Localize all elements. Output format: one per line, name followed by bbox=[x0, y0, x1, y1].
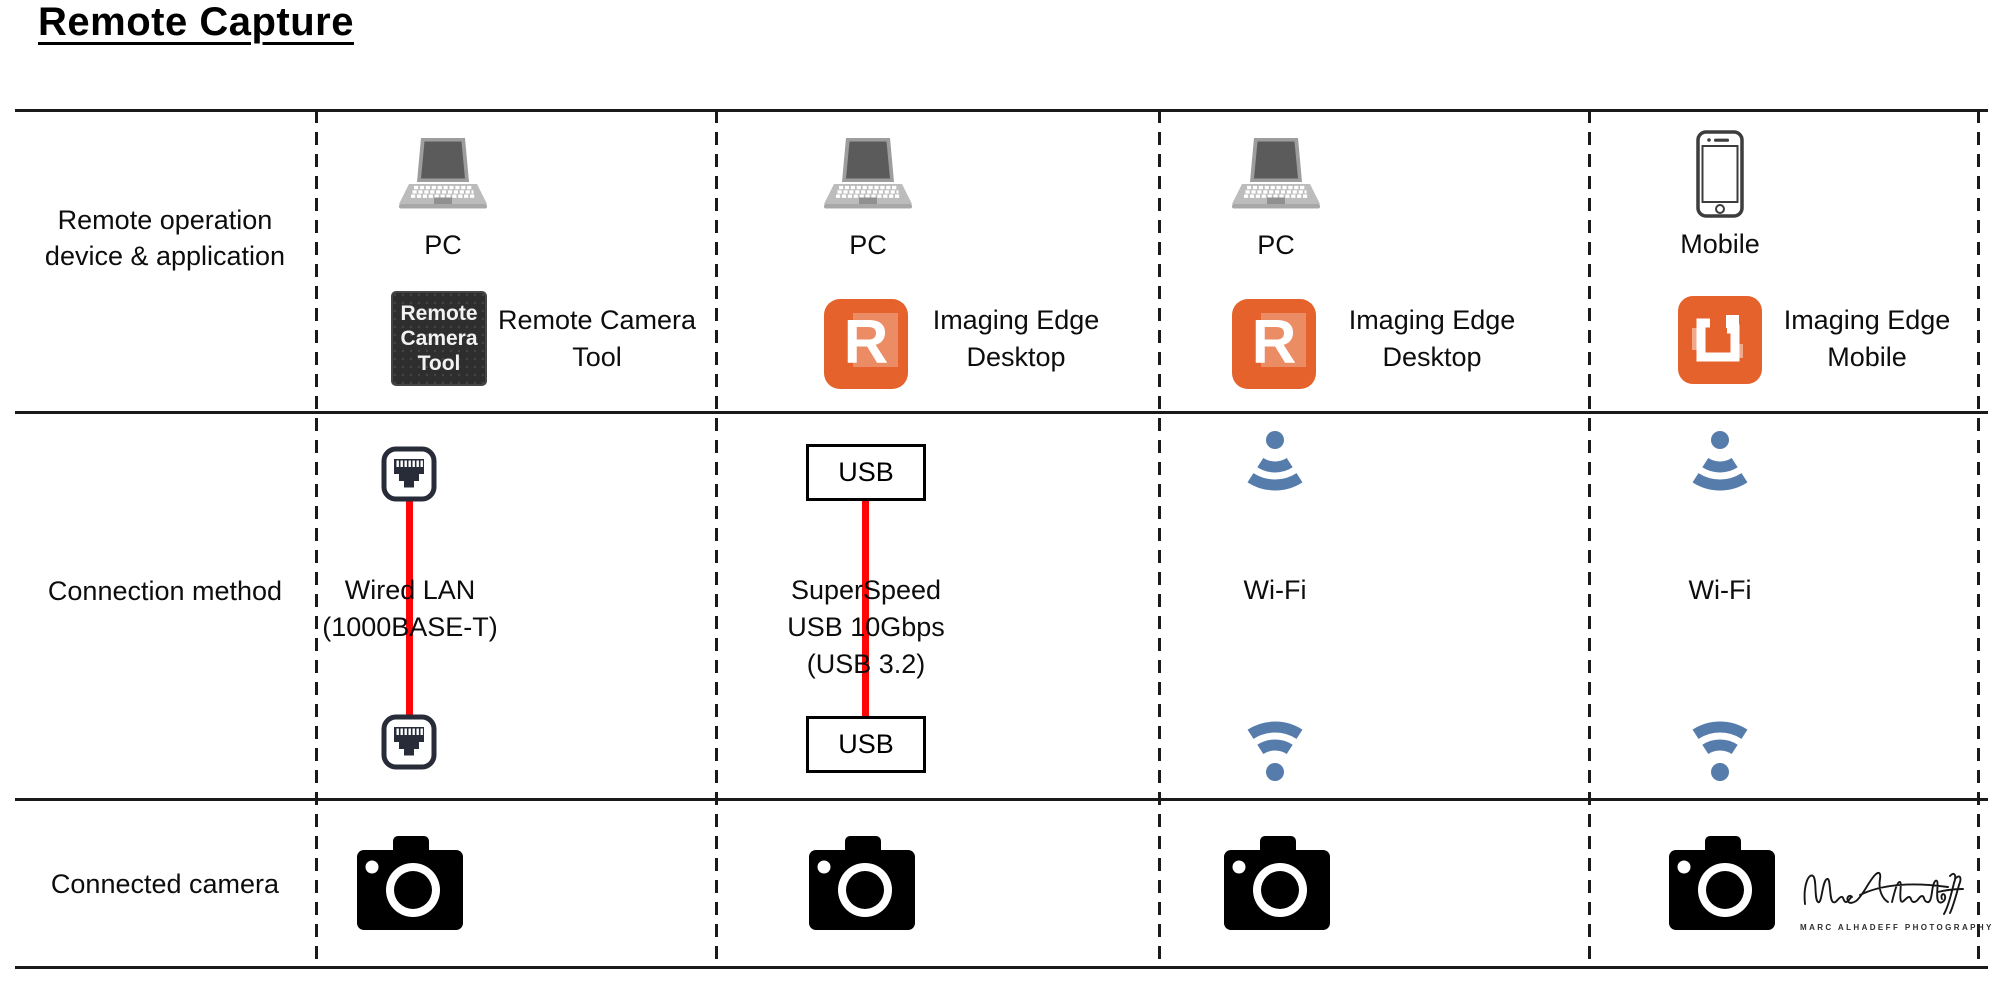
wifi-signal-down-icon bbox=[1235, 430, 1315, 502]
app-name-line: Desktop bbox=[966, 342, 1066, 372]
row-label-line: Connected camera bbox=[50, 869, 280, 899]
wifi-signal-up-icon bbox=[1235, 710, 1315, 782]
usb-cable bbox=[862, 470, 869, 740]
row-label-line: Remote operation bbox=[57, 205, 273, 235]
wifi-signal-down-icon bbox=[1680, 430, 1760, 502]
app-icon-text: Camera bbox=[400, 327, 478, 350]
remote-camera-tool-icon: Remote Camera Tool bbox=[391, 291, 487, 386]
usb-label: USB bbox=[838, 729, 894, 759]
app-name-line: Mobile bbox=[1827, 342, 1907, 372]
ethernet-port-icon bbox=[381, 714, 437, 770]
connection-line: USB 10Gbps bbox=[787, 612, 945, 642]
camera-icon bbox=[1669, 836, 1775, 930]
pc-laptop-icon bbox=[397, 136, 489, 211]
app-name-line: Imaging Edge bbox=[1783, 305, 1951, 335]
connection-line: Wired LAN bbox=[344, 575, 476, 605]
imaging-edge-desktop-icon: R bbox=[1232, 299, 1316, 389]
icon-letter: R bbox=[843, 307, 889, 377]
signature-watermark: Marc Alhadeff Photography bbox=[1800, 866, 1994, 932]
device-label: Mobile bbox=[1680, 229, 1760, 259]
table-border-row2 bbox=[15, 798, 1988, 801]
connection-line: (USB 3.2) bbox=[806, 649, 926, 679]
device-label: PC bbox=[1257, 230, 1295, 260]
camera-icon bbox=[809, 836, 915, 930]
wifi-signal-up-icon bbox=[1680, 710, 1760, 782]
lan-cable bbox=[406, 498, 413, 718]
app-name-line: Remote Camera bbox=[497, 305, 697, 335]
pc-laptop-icon bbox=[822, 136, 914, 211]
ethernet-port-icon bbox=[381, 446, 437, 502]
connection-line: SuperSpeed bbox=[790, 575, 942, 605]
connection-line: (1000BASE-T) bbox=[322, 612, 498, 642]
usb-port-box: USB bbox=[806, 716, 926, 773]
row-label-connected-camera: Connected camera bbox=[15, 866, 315, 902]
usb-label: USB bbox=[838, 457, 894, 487]
app-icon-text: Remote bbox=[400, 302, 478, 325]
connection-label: Wi-Fi bbox=[1175, 572, 1375, 609]
column-divider-2 bbox=[715, 110, 718, 968]
app-name: Remote Camera Tool bbox=[492, 302, 702, 376]
icon-letter: R bbox=[1251, 307, 1297, 377]
row-label-connection-method: Connection method bbox=[15, 573, 315, 609]
connection-label: Wi-Fi bbox=[1620, 572, 1820, 609]
app-name-line: Imaging Edge bbox=[1348, 305, 1516, 335]
connection-line: Wi-Fi bbox=[1688, 575, 1752, 605]
column-divider-1 bbox=[315, 110, 318, 968]
app-name: Imaging Edge Desktop bbox=[1322, 302, 1542, 376]
connection-label: Wired LAN (1000BASE-T) bbox=[260, 572, 560, 646]
table-border-row1 bbox=[15, 411, 1988, 414]
row-label-line: device & application bbox=[44, 241, 286, 271]
connection-line: Wi-Fi bbox=[1243, 575, 1307, 605]
device-label: PC bbox=[849, 230, 887, 260]
camera-icon bbox=[1224, 836, 1330, 930]
page-title: Remote Capture bbox=[38, 0, 354, 44]
camera-icon bbox=[357, 836, 463, 930]
signature-scribble-icon bbox=[1803, 871, 1964, 915]
column-divider-3 bbox=[1158, 110, 1161, 968]
app-name: Imaging Edge Desktop bbox=[906, 302, 1126, 376]
app-name-line: Tool bbox=[572, 342, 622, 372]
imaging-edge-desktop-icon: R bbox=[824, 299, 908, 389]
table-border-bottom bbox=[15, 966, 1988, 969]
mobile-phone-icon bbox=[1696, 130, 1744, 218]
column-divider-4 bbox=[1588, 110, 1591, 968]
app-name-line: Desktop bbox=[1382, 342, 1482, 372]
row-label-line: Connection method bbox=[47, 576, 283, 606]
pc-laptop-icon bbox=[1230, 136, 1322, 211]
app-name-line: Imaging Edge bbox=[932, 305, 1100, 335]
table-border-top bbox=[15, 109, 1988, 112]
app-name: Imaging Edge Mobile bbox=[1757, 302, 1977, 376]
usb-port-box: USB bbox=[806, 444, 926, 501]
icon-overlay bbox=[852, 313, 898, 368]
connection-label: SuperSpeed USB 10Gbps (USB 3.2) bbox=[716, 572, 1016, 683]
imaging-edge-mobile-icon bbox=[1678, 296, 1762, 384]
app-icon-text: Tool bbox=[417, 352, 461, 375]
table-border-right bbox=[1977, 110, 1980, 968]
signature-caption: Marc Alhadeff Photography bbox=[1800, 923, 1994, 932]
row-label-device-application: Remote operation device & application bbox=[15, 202, 315, 274]
icon-overlay bbox=[1260, 313, 1306, 368]
device-label: PC bbox=[424, 230, 462, 260]
